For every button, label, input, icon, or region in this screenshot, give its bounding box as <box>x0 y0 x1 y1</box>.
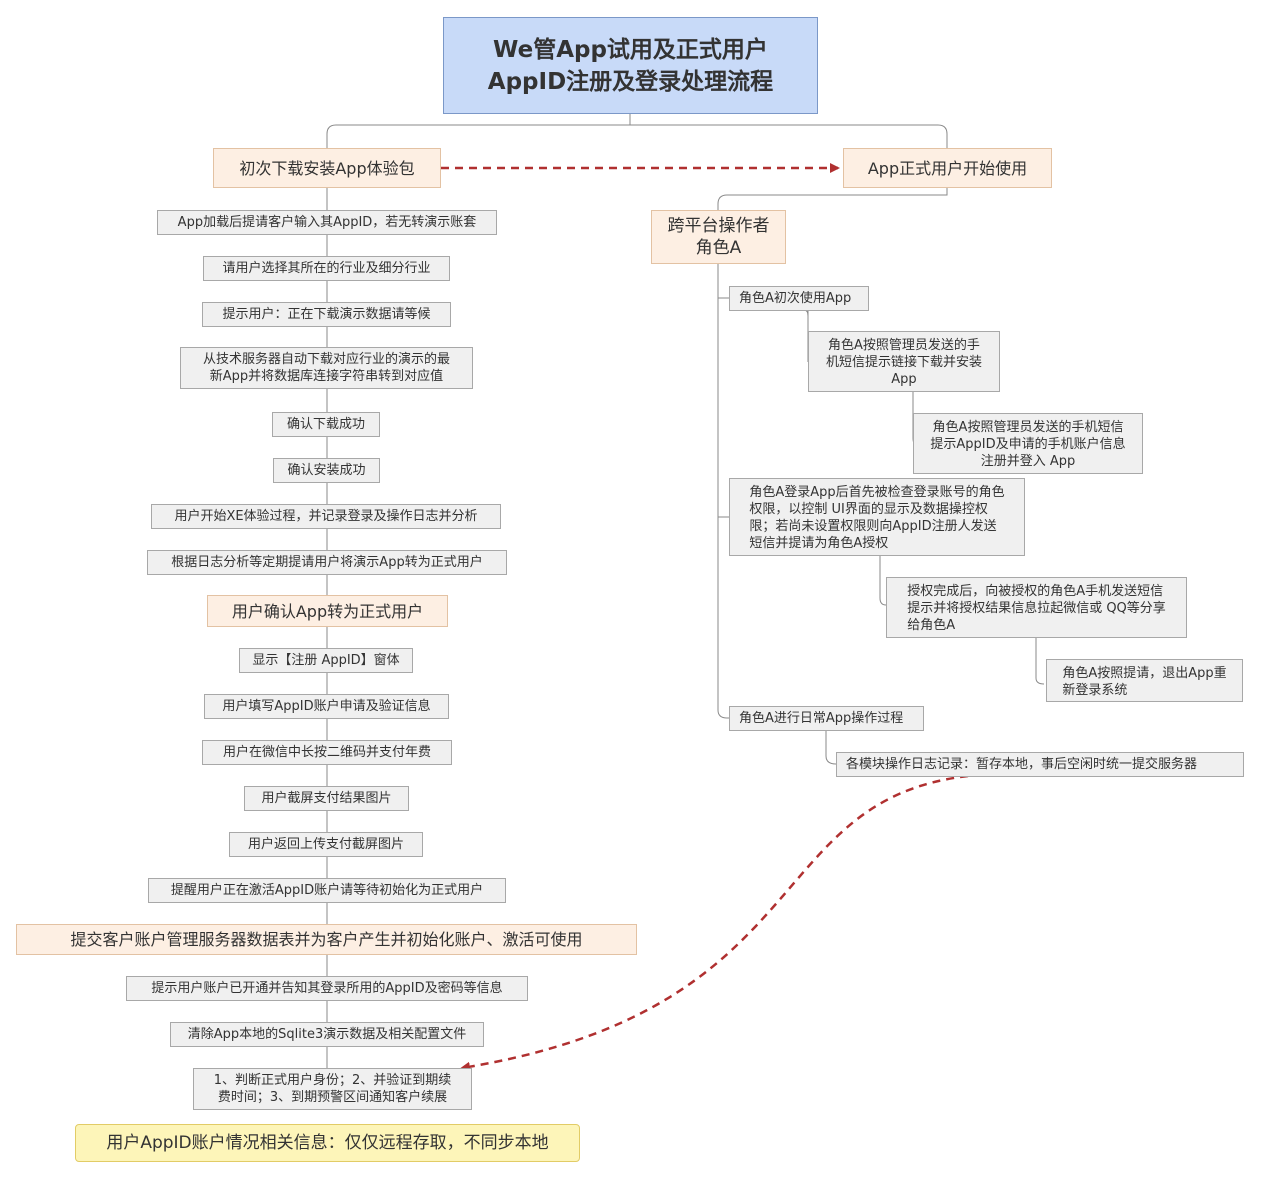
role-item: 角色A按照管理员发送的手 机短信提示链接下载并安装 App <box>808 331 1000 392</box>
formal-branch-title: App正式用户开始使用 <box>843 148 1052 188</box>
trial-step: 根据日志分析等定期提请用户将演示App转为正式用户 <box>147 550 507 575</box>
role-a-topic: 跨平台操作者 角色A <box>651 210 786 264</box>
log-return-arrow <box>460 774 969 1072</box>
role-item: 角色A按照管理员发送的手机短信 提示AppID及申请的手机账户信息 注册并登入 … <box>913 413 1143 474</box>
trial-step: 用户开始XE体验过程，并记录登录及操作日志并分析 <box>151 504 501 529</box>
root-topic: We管App试用及正式用户 AppID注册及登录处理流程 <box>443 17 818 114</box>
trial-step: 确认下载成功 <box>272 412 380 437</box>
trial-step: App加载后提请客户输入其AppID，若无转演示账套 <box>157 210 497 235</box>
trial-step: 提醒用户正在激活AppID账户请等待初始化为正式用户 <box>148 878 506 903</box>
trial-step: 用户填写AppID账户申请及验证信息 <box>204 694 449 719</box>
trial-step-validation: 1、判断正式用户身份；2、并验证到期续 费时间；3、到期预警区间通知客户续展 <box>193 1068 472 1110</box>
role-item: 角色A初次使用App <box>729 286 869 311</box>
role-item: 角色A登录App后首先被检查登录账号的角色 权限，以控制 UI界面的显示及数据操… <box>729 478 1025 556</box>
trial-step: 提示用户账户已开通并告知其登录所用的AppID及密码等信息 <box>126 976 528 1001</box>
trial-step-activate-account: 提交客户账户管理服务器数据表并为客户产生并初始化账户、激活可使用 <box>16 924 637 955</box>
root-connector-right <box>630 124 948 148</box>
trial-step-confirm-conversion: 用户确认App转为正式用户 <box>207 595 448 627</box>
role-item: 角色A进行日常App操作过程 <box>729 706 924 731</box>
trial-step: 请用户选择其所在的行业及细分行业 <box>203 256 450 281</box>
trial-step: 用户截屏支付结果图片 <box>244 786 409 811</box>
role-spine <box>717 264 729 719</box>
trial-step: 从技术服务器自动下载对应行业的演示的最 新App并将数据库连接字符串转到对应值 <box>180 347 473 389</box>
role-item: 授权完成后，向被授权的角色A手机发送短信 提示并将授权结果信息拉起微信或 QQ等… <box>886 577 1187 638</box>
root-connector <box>326 114 631 148</box>
trial-step: 清除App本地的Sqlite3演示数据及相关配置文件 <box>170 1022 484 1047</box>
trial-step: 确认安装成功 <box>273 458 380 483</box>
role-item-log: 各模块操作日志记录：暂存本地，事后空闲时统一提交服务器 <box>836 752 1244 777</box>
appid-note: 用户AppID账户情况相关信息：仅仅远程存取，不同步本地 <box>75 1124 580 1162</box>
trial-step: 用户返回上传支付截屏图片 <box>229 832 423 857</box>
trial-branch-title: 初次下载安装App体验包 <box>213 148 441 188</box>
trial-step: 用户在微信中长按二维码并支付年费 <box>202 740 452 765</box>
role-item: 角色A按照提请，退出App重 新登录系统 <box>1046 659 1243 702</box>
trial-step: 提示用户：正在下载演示数据请等候 <box>202 302 451 327</box>
trial-step: 显示【注册 AppID】窗体 <box>239 648 413 673</box>
formal-role-connector <box>717 188 948 210</box>
